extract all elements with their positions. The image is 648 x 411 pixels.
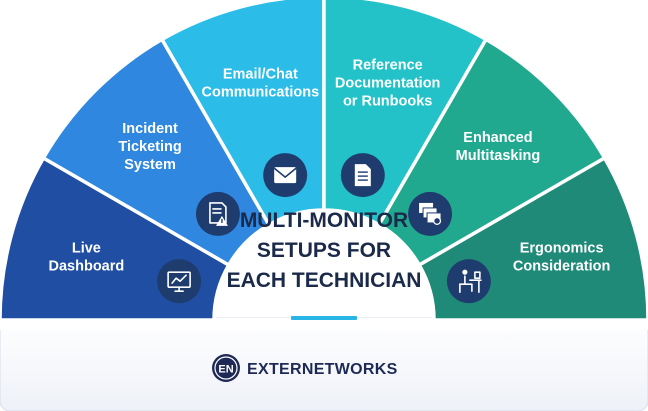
- segment-label-line: Reference: [353, 57, 423, 73]
- brand-logo: EN: [212, 354, 240, 382]
- segment-label-line: or Runbooks: [343, 93, 432, 109]
- accent-underline: [291, 316, 357, 320]
- segment-label-line: Dashboard: [49, 258, 125, 274]
- segment-label-line: Communications: [202, 84, 320, 100]
- multi-window-icon: [408, 191, 453, 236]
- segment-label-line: Ergonomics: [520, 240, 604, 256]
- icons-layer: [157, 153, 491, 304]
- brand-logo-text: EN: [218, 364, 233, 376]
- icon-badge: [195, 191, 240, 236]
- segment-label-line: System: [124, 157, 176, 173]
- brand-name: EXTERNETWORKS: [247, 361, 398, 378]
- center-title-line-1: MULTI-MONITOR: [240, 209, 408, 232]
- center-title: MULTI-MONITOR SETUPS FOR EACH TECHNICIAN: [227, 209, 422, 292]
- ticket-warning-icon: [195, 191, 240, 236]
- brand-logo-ring: [214, 356, 238, 380]
- brand-logo-circle: [212, 354, 240, 382]
- segment-label-line: Email/Chat: [223, 66, 298, 82]
- chart-monitor-icon: [157, 259, 202, 304]
- center-title-line-2: SETUPS FOR: [257, 239, 391, 262]
- document-icon: [340, 153, 385, 198]
- segment-label-line: Consideration: [513, 258, 610, 274]
- center-title-line-3: EACH TECHNICIAN: [227, 269, 422, 292]
- segment-label-line: Multitasking: [456, 148, 541, 164]
- icon-badge: [446, 259, 491, 304]
- segment-label-line: Incident: [122, 121, 178, 137]
- segment-label-line: Live: [72, 240, 101, 256]
- email-icon: [263, 153, 308, 198]
- segment-label-line: Enhanced: [463, 130, 532, 146]
- segment-label-line: Ticketing: [118, 139, 181, 155]
- desk-person-icon: [446, 259, 491, 304]
- segment-label-line: Documentation: [335, 75, 441, 91]
